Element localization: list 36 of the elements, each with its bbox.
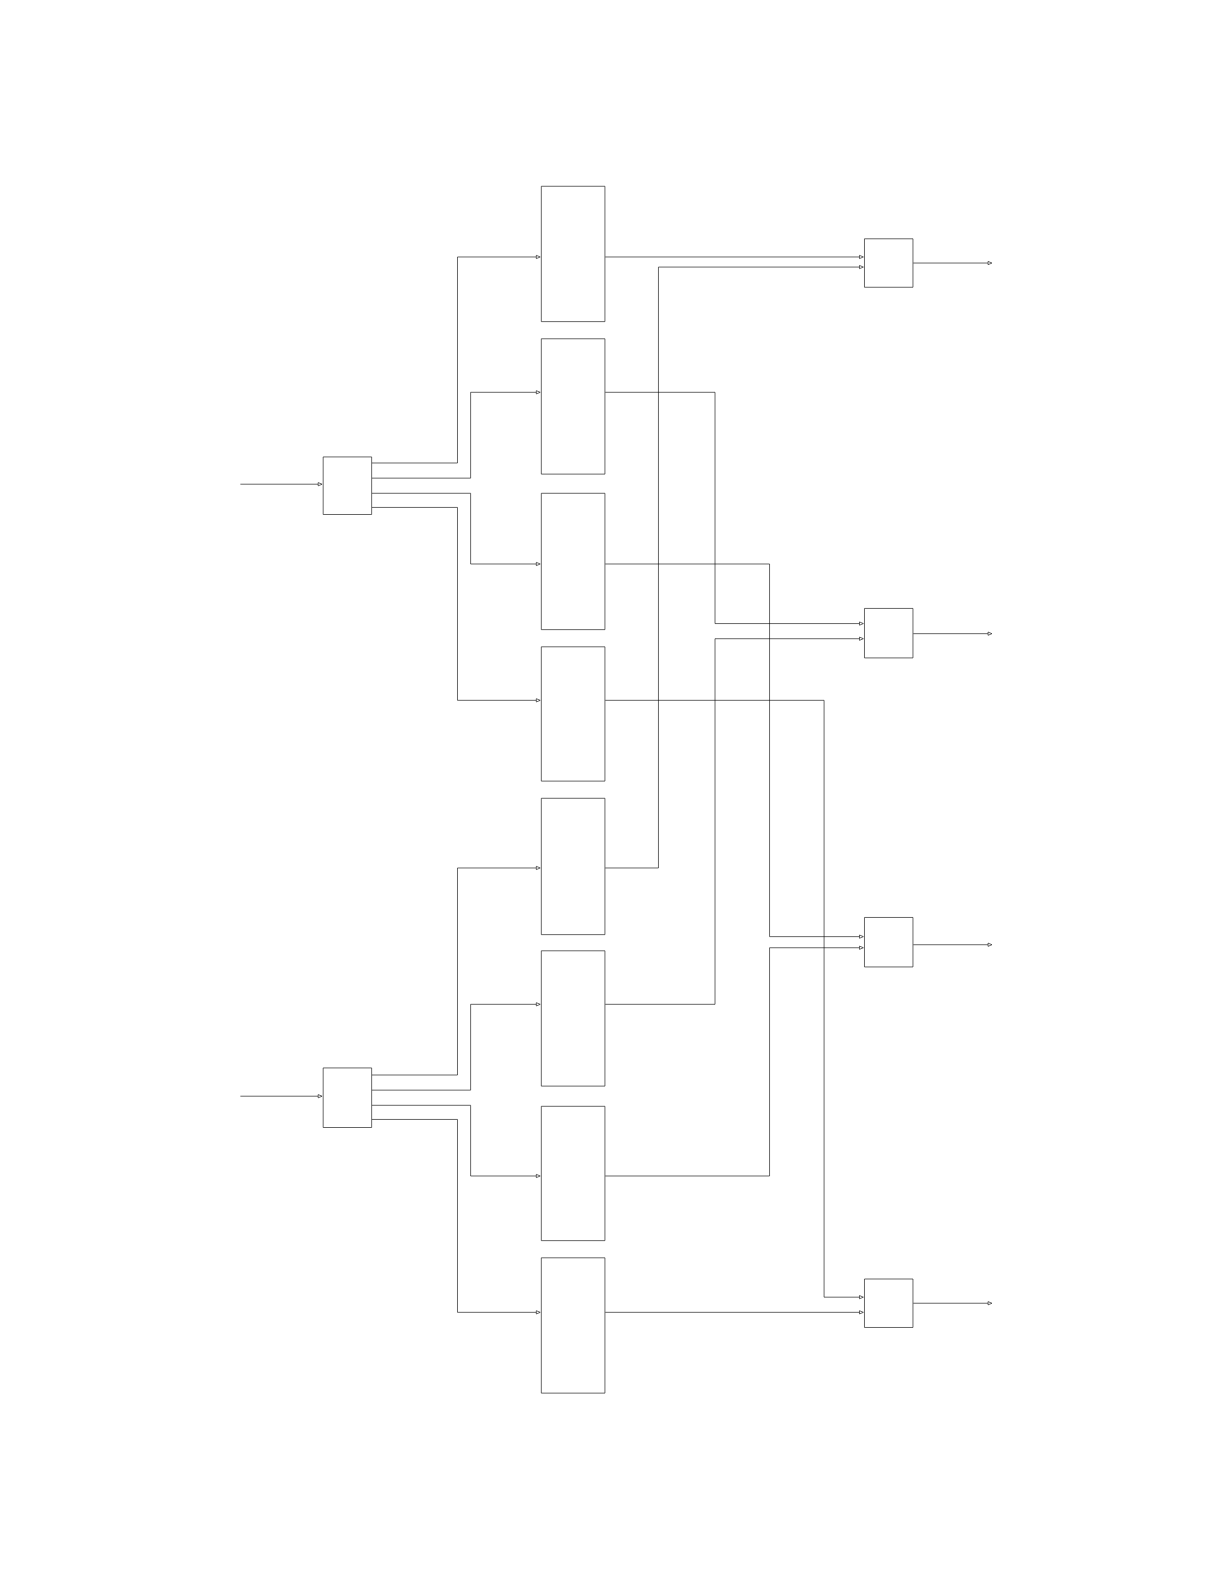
- arrow: [240, 482, 323, 487]
- arrow: [604, 636, 864, 1005]
- block-box: [541, 338, 606, 475]
- arrow: [604, 945, 864, 1177]
- arrow: [371, 493, 541, 566]
- arrow: [912, 261, 993, 265]
- block-box: [322, 1067, 372, 1128]
- block-box: [322, 456, 372, 515]
- arrow: [371, 390, 541, 479]
- arrow: [604, 1310, 864, 1315]
- arrow: [371, 507, 541, 703]
- arrow: [371, 1105, 541, 1178]
- arrow: [240, 1094, 323, 1099]
- arrow: [604, 255, 864, 259]
- arrow: [604, 563, 864, 939]
- block-box: [864, 917, 914, 968]
- arrow: [371, 1119, 541, 1315]
- block-box: [864, 238, 914, 288]
- block-box: [541, 798, 606, 935]
- block-box: [541, 1257, 606, 1394]
- arrow: [912, 942, 993, 947]
- block-box: [541, 1106, 606, 1241]
- block-box: [541, 646, 606, 782]
- arrow: [604, 700, 864, 1300]
- arrow: [604, 265, 864, 869]
- arrow: [912, 1301, 993, 1306]
- block-box: [864, 1278, 914, 1328]
- block-box: [541, 186, 606, 322]
- block-box: [541, 493, 606, 630]
- arrow: [371, 1002, 541, 1091]
- arrow: [371, 255, 541, 464]
- block-box: [864, 608, 914, 659]
- arrow: [912, 631, 993, 636]
- arrow: [371, 866, 541, 1076]
- arrow: [604, 392, 864, 626]
- block-box: [541, 950, 606, 1087]
